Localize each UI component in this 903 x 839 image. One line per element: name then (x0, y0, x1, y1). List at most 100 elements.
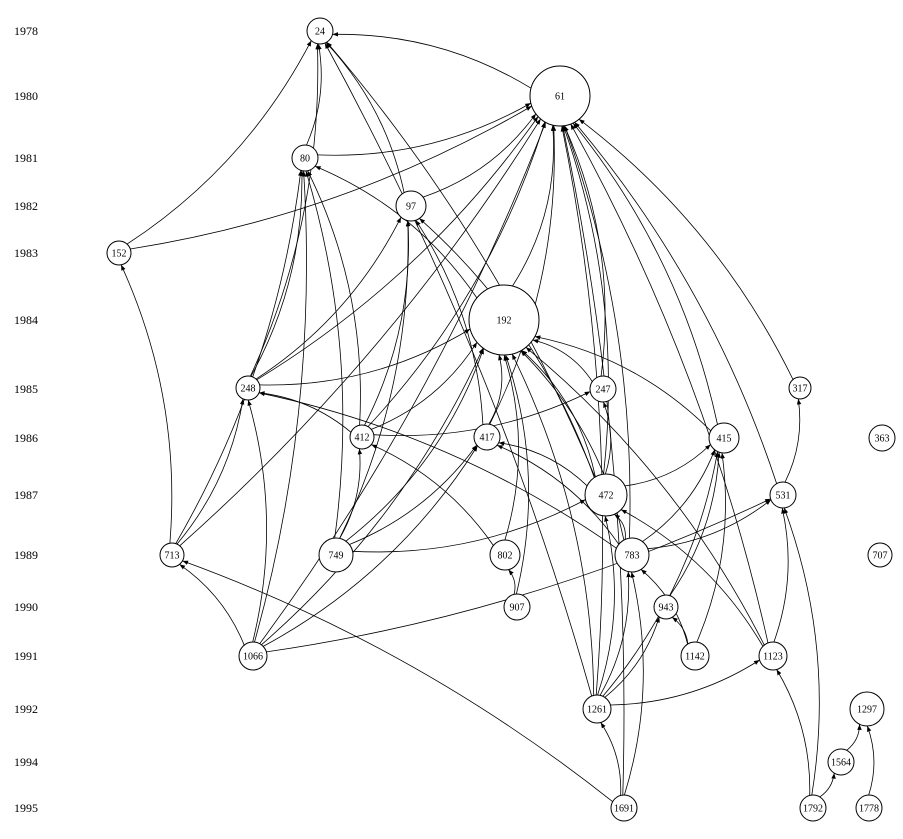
year-label-1982: 1982 (14, 199, 38, 213)
edge-412-to-80 (307, 170, 361, 426)
node-417[interactable]: 417 (473, 423, 501, 451)
node-circle (867, 542, 893, 568)
node-1778[interactable]: 1778 (855, 794, 883, 822)
node-circle (589, 375, 617, 403)
edge-1792-to-1123 (776, 669, 811, 796)
node-circle (855, 794, 883, 822)
edge-783-to-248 (258, 391, 617, 549)
node-circle (468, 284, 540, 356)
node-circle (584, 473, 628, 517)
edge-417-to-61 (489, 125, 557, 425)
node-317[interactable]: 317 (788, 376, 812, 400)
node-802[interactable]: 802 (489, 539, 521, 571)
node-label: 1691 (614, 804, 634, 815)
node-24[interactable]: 24 (306, 17, 334, 45)
year-label-1987: 1987 (14, 488, 38, 502)
edge-1261-to-61 (560, 125, 604, 696)
node-248[interactable]: 248 (235, 375, 261, 401)
edge-1792-to-1564 (819, 773, 836, 798)
year-axis: 1978198019811982198319841985198619871989… (14, 24, 38, 815)
edge-1792-to-531 (783, 507, 820, 796)
node-152[interactable]: 152 (106, 240, 132, 266)
node-1142[interactable]: 1142 (680, 641, 710, 671)
node-1691[interactable]: 1691 (610, 794, 638, 822)
node-circle (503, 593, 531, 621)
edge-1123-to-192 (525, 346, 765, 646)
node-circle (473, 423, 501, 451)
node-247[interactable]: 247 (589, 375, 617, 403)
node-363[interactable]: 363 (868, 424, 896, 452)
node-circle (653, 594, 679, 620)
node-415[interactable]: 415 (708, 422, 740, 454)
edge-1142-to-943 (671, 616, 689, 645)
node-label: 802 (498, 551, 513, 562)
node-circle (610, 794, 638, 822)
year-label-1991: 1991 (14, 649, 38, 663)
edge-713-to-152 (120, 264, 173, 544)
edge-802-to-412 (371, 444, 494, 546)
node-label: 907 (510, 603, 525, 614)
edge-415-to-192 (534, 335, 712, 432)
node-label: 247 (596, 385, 611, 396)
node-label: 24 (315, 27, 325, 38)
edge-248-to-61 (256, 116, 539, 381)
edge-417-to-97 (415, 219, 484, 425)
node-1297[interactable]: 1297 (849, 691, 885, 727)
node-1123[interactable]: 1123 (758, 641, 788, 671)
node-783[interactable]: 783 (614, 537, 650, 573)
node-907[interactable]: 907 (503, 593, 531, 621)
edge-907-to-802 (508, 569, 516, 595)
edge-412-to-248 (258, 391, 352, 433)
edge-907-to-192 (505, 354, 530, 595)
edge-412-to-192 (371, 342, 478, 430)
edge-248-to-192 (259, 328, 471, 386)
edge-317-to-61 (578, 118, 794, 380)
node-circle (849, 691, 885, 727)
edge-1066-to-531 (266, 498, 771, 653)
edge-1691-to-713 (182, 560, 613, 803)
node-943[interactable]: 943 (653, 594, 679, 620)
node-1261[interactable]: 1261 (582, 694, 612, 724)
node-707[interactable]: 707 (867, 542, 893, 568)
node-531[interactable]: 531 (769, 481, 797, 509)
node-192[interactable]: 192 (468, 284, 540, 356)
edge-531-to-61 (574, 121, 778, 484)
edge-192-to-61 (512, 125, 556, 287)
edge-1123-to-61 (570, 123, 769, 643)
node-label: 783 (625, 551, 640, 562)
node-472[interactable]: 472 (584, 473, 628, 517)
year-label-1994: 1994 (14, 755, 38, 769)
edge-97-to-61 (422, 113, 537, 198)
node-412[interactable]: 412 (349, 424, 375, 450)
node-61[interactable]: 61 (529, 65, 591, 127)
edge-1261-to-783 (599, 571, 631, 696)
edge-713-to-248 (176, 398, 245, 545)
edge-713-to-61 (179, 118, 541, 547)
node-1066[interactable]: 1066 (238, 641, 268, 671)
node-circle (395, 190, 427, 222)
node-97[interactable]: 97 (395, 190, 427, 222)
node-circle (769, 481, 797, 509)
edge-80-to-61 (317, 102, 531, 156)
edge-1261-to-1123 (610, 659, 760, 706)
year-label-1981: 1981 (14, 151, 38, 165)
node-circle (235, 375, 261, 401)
node-80[interactable]: 80 (291, 144, 319, 172)
edge-1261-to-472 (597, 515, 615, 696)
node-circle (582, 694, 612, 724)
node-749[interactable]: 749 (318, 537, 354, 573)
node-1564[interactable]: 1564 (827, 748, 855, 776)
node-circle (159, 542, 185, 568)
node-label: 412 (355, 433, 370, 444)
edge-1123-to-531 (773, 507, 789, 643)
node-1792[interactable]: 1792 (799, 794, 827, 822)
edge-1066-to-248 (247, 399, 267, 643)
edge-472-to-247 (603, 401, 612, 475)
node-circle (306, 17, 334, 45)
node-713[interactable]: 713 (159, 542, 185, 568)
year-label-1984: 1984 (14, 313, 38, 327)
node-circle (614, 537, 650, 573)
node-label: 415 (717, 434, 732, 445)
node-label: 1297 (857, 705, 877, 716)
node-label: 713 (165, 551, 180, 562)
